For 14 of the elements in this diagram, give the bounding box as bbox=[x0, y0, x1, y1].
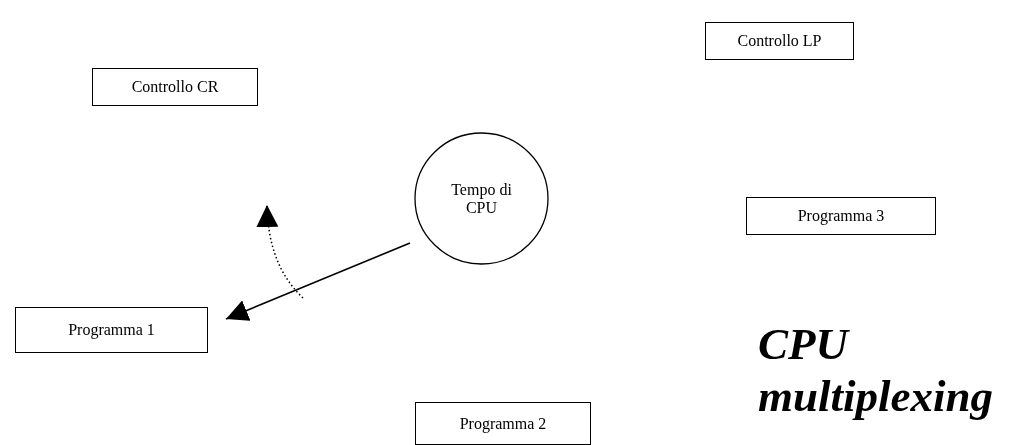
process-box bbox=[705, 22, 854, 60]
title: CPU multiplexing bbox=[758, 318, 995, 422]
node-label: Controllo LP bbox=[737, 32, 822, 50]
node-label: Programma 3 bbox=[797, 207, 885, 225]
process-box bbox=[92, 68, 258, 106]
circle-node bbox=[414, 132, 549, 265]
process-box bbox=[15, 307, 208, 353]
node-label: Programma 2 bbox=[459, 414, 547, 433]
arrow bbox=[225, 242, 411, 321]
node-label: Controllo CR bbox=[131, 78, 219, 96]
node-label: Tempo di CPU bbox=[450, 180, 513, 217]
node-label: Programma 1 bbox=[68, 321, 155, 339]
process-box bbox=[746, 197, 936, 235]
process-box bbox=[415, 402, 591, 445]
